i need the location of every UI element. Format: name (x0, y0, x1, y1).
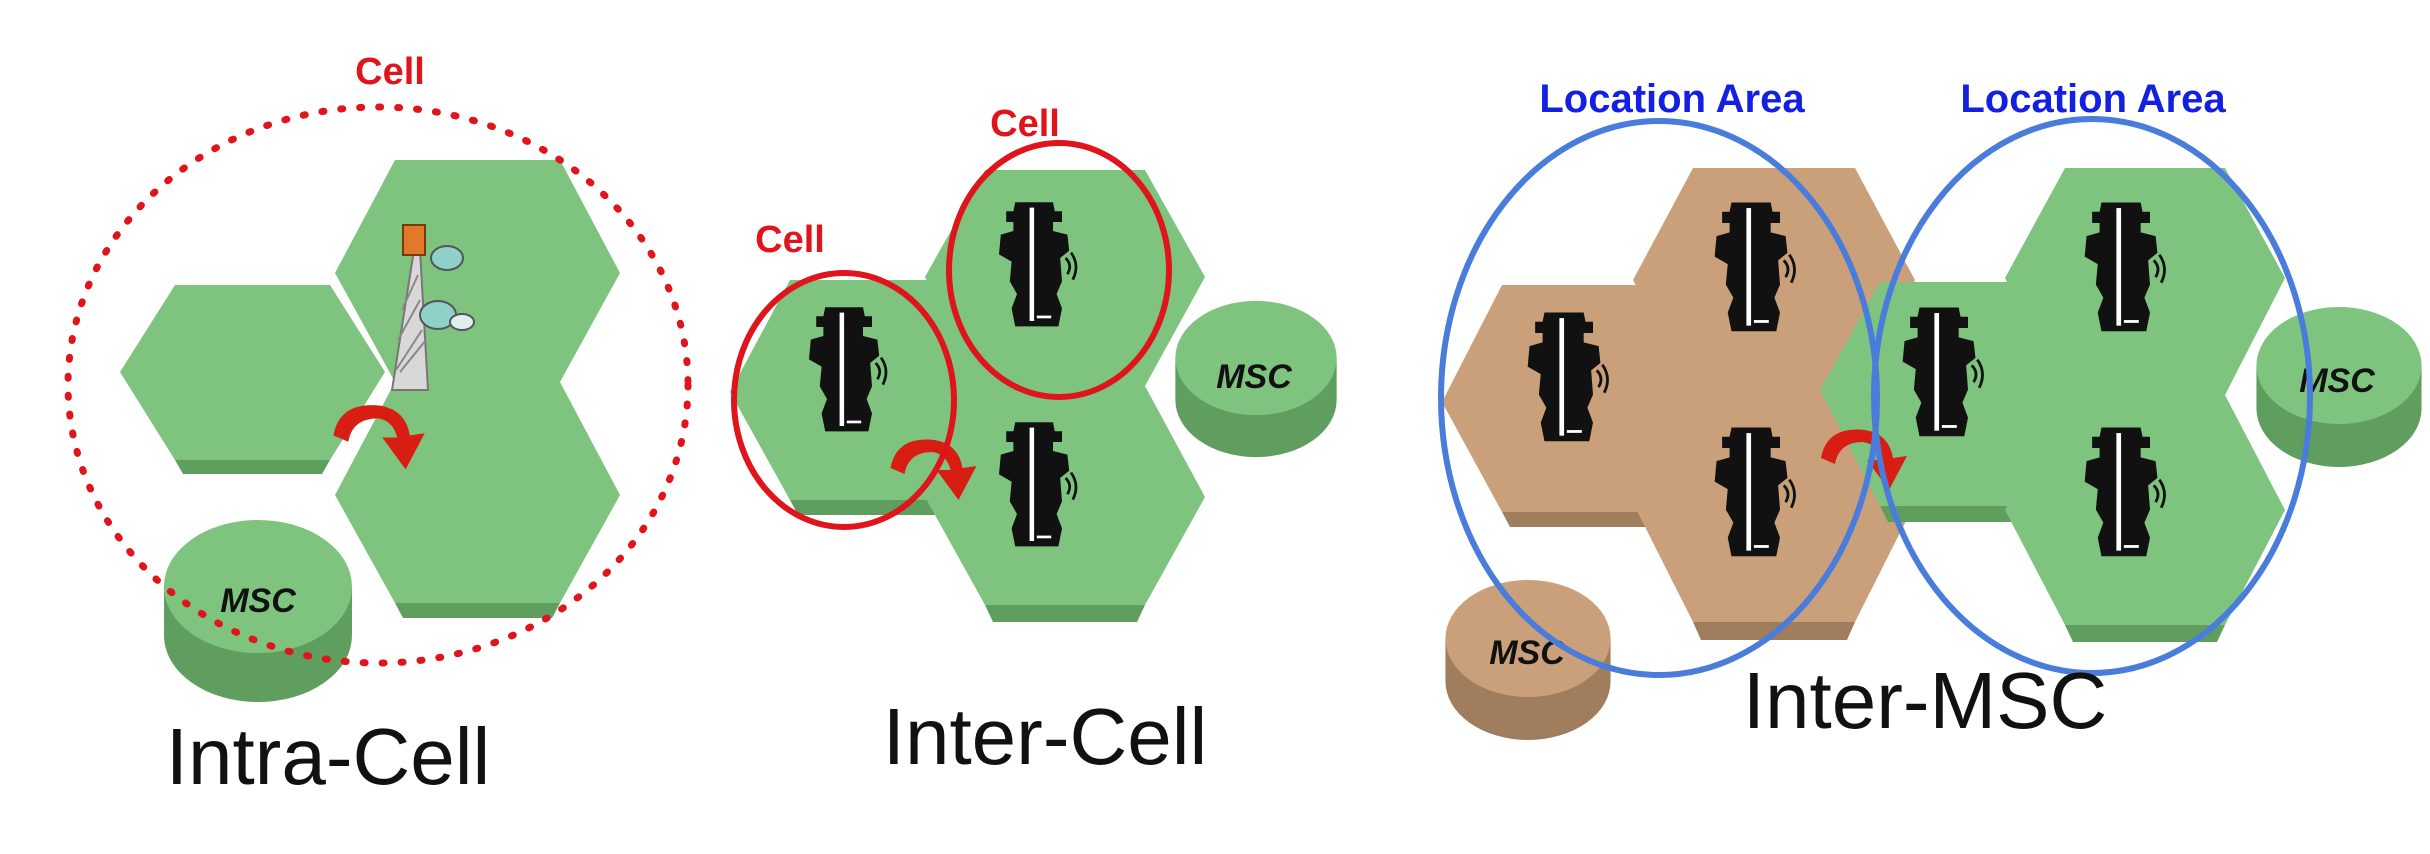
cell-boundary-dotted (64, 103, 692, 667)
location-area-label-left: Location Area (1539, 77, 1805, 121)
hexagon-cell (335, 160, 620, 382)
inter-cell-title: Inter-Cell (883, 692, 1208, 781)
intra-cell-title: Intra-Cell (166, 712, 491, 801)
intra-cell-panel: MSC Cell Intra-Cell (64, 51, 692, 801)
cell-label-left: Cell (755, 219, 825, 261)
hexagon-cell (925, 170, 1205, 386)
hexagon-cell (925, 386, 1205, 622)
hexagon-cell (120, 285, 385, 474)
cell-boundary-top (946, 140, 1172, 400)
location-area-right-boundary (1871, 116, 2313, 676)
location-area-label-right: Location Area (1960, 77, 2226, 121)
msc-label: MSC (220, 582, 296, 620)
cell-boundary-left (731, 270, 957, 530)
cell-label-top: Cell (990, 103, 1060, 145)
inter-cell-panel: Cell Cell MSC Inter-Cell (730, 103, 1337, 781)
inter-msc-panel: MSC MSC Location Area Location Area Inte… (1438, 77, 2422, 745)
cell-tower-icon (390, 224, 475, 391)
msc-label: MSC (1216, 358, 1292, 396)
cell-label: Cell (355, 51, 425, 93)
inter-msc-title: Inter-MSC (1743, 656, 2108, 745)
